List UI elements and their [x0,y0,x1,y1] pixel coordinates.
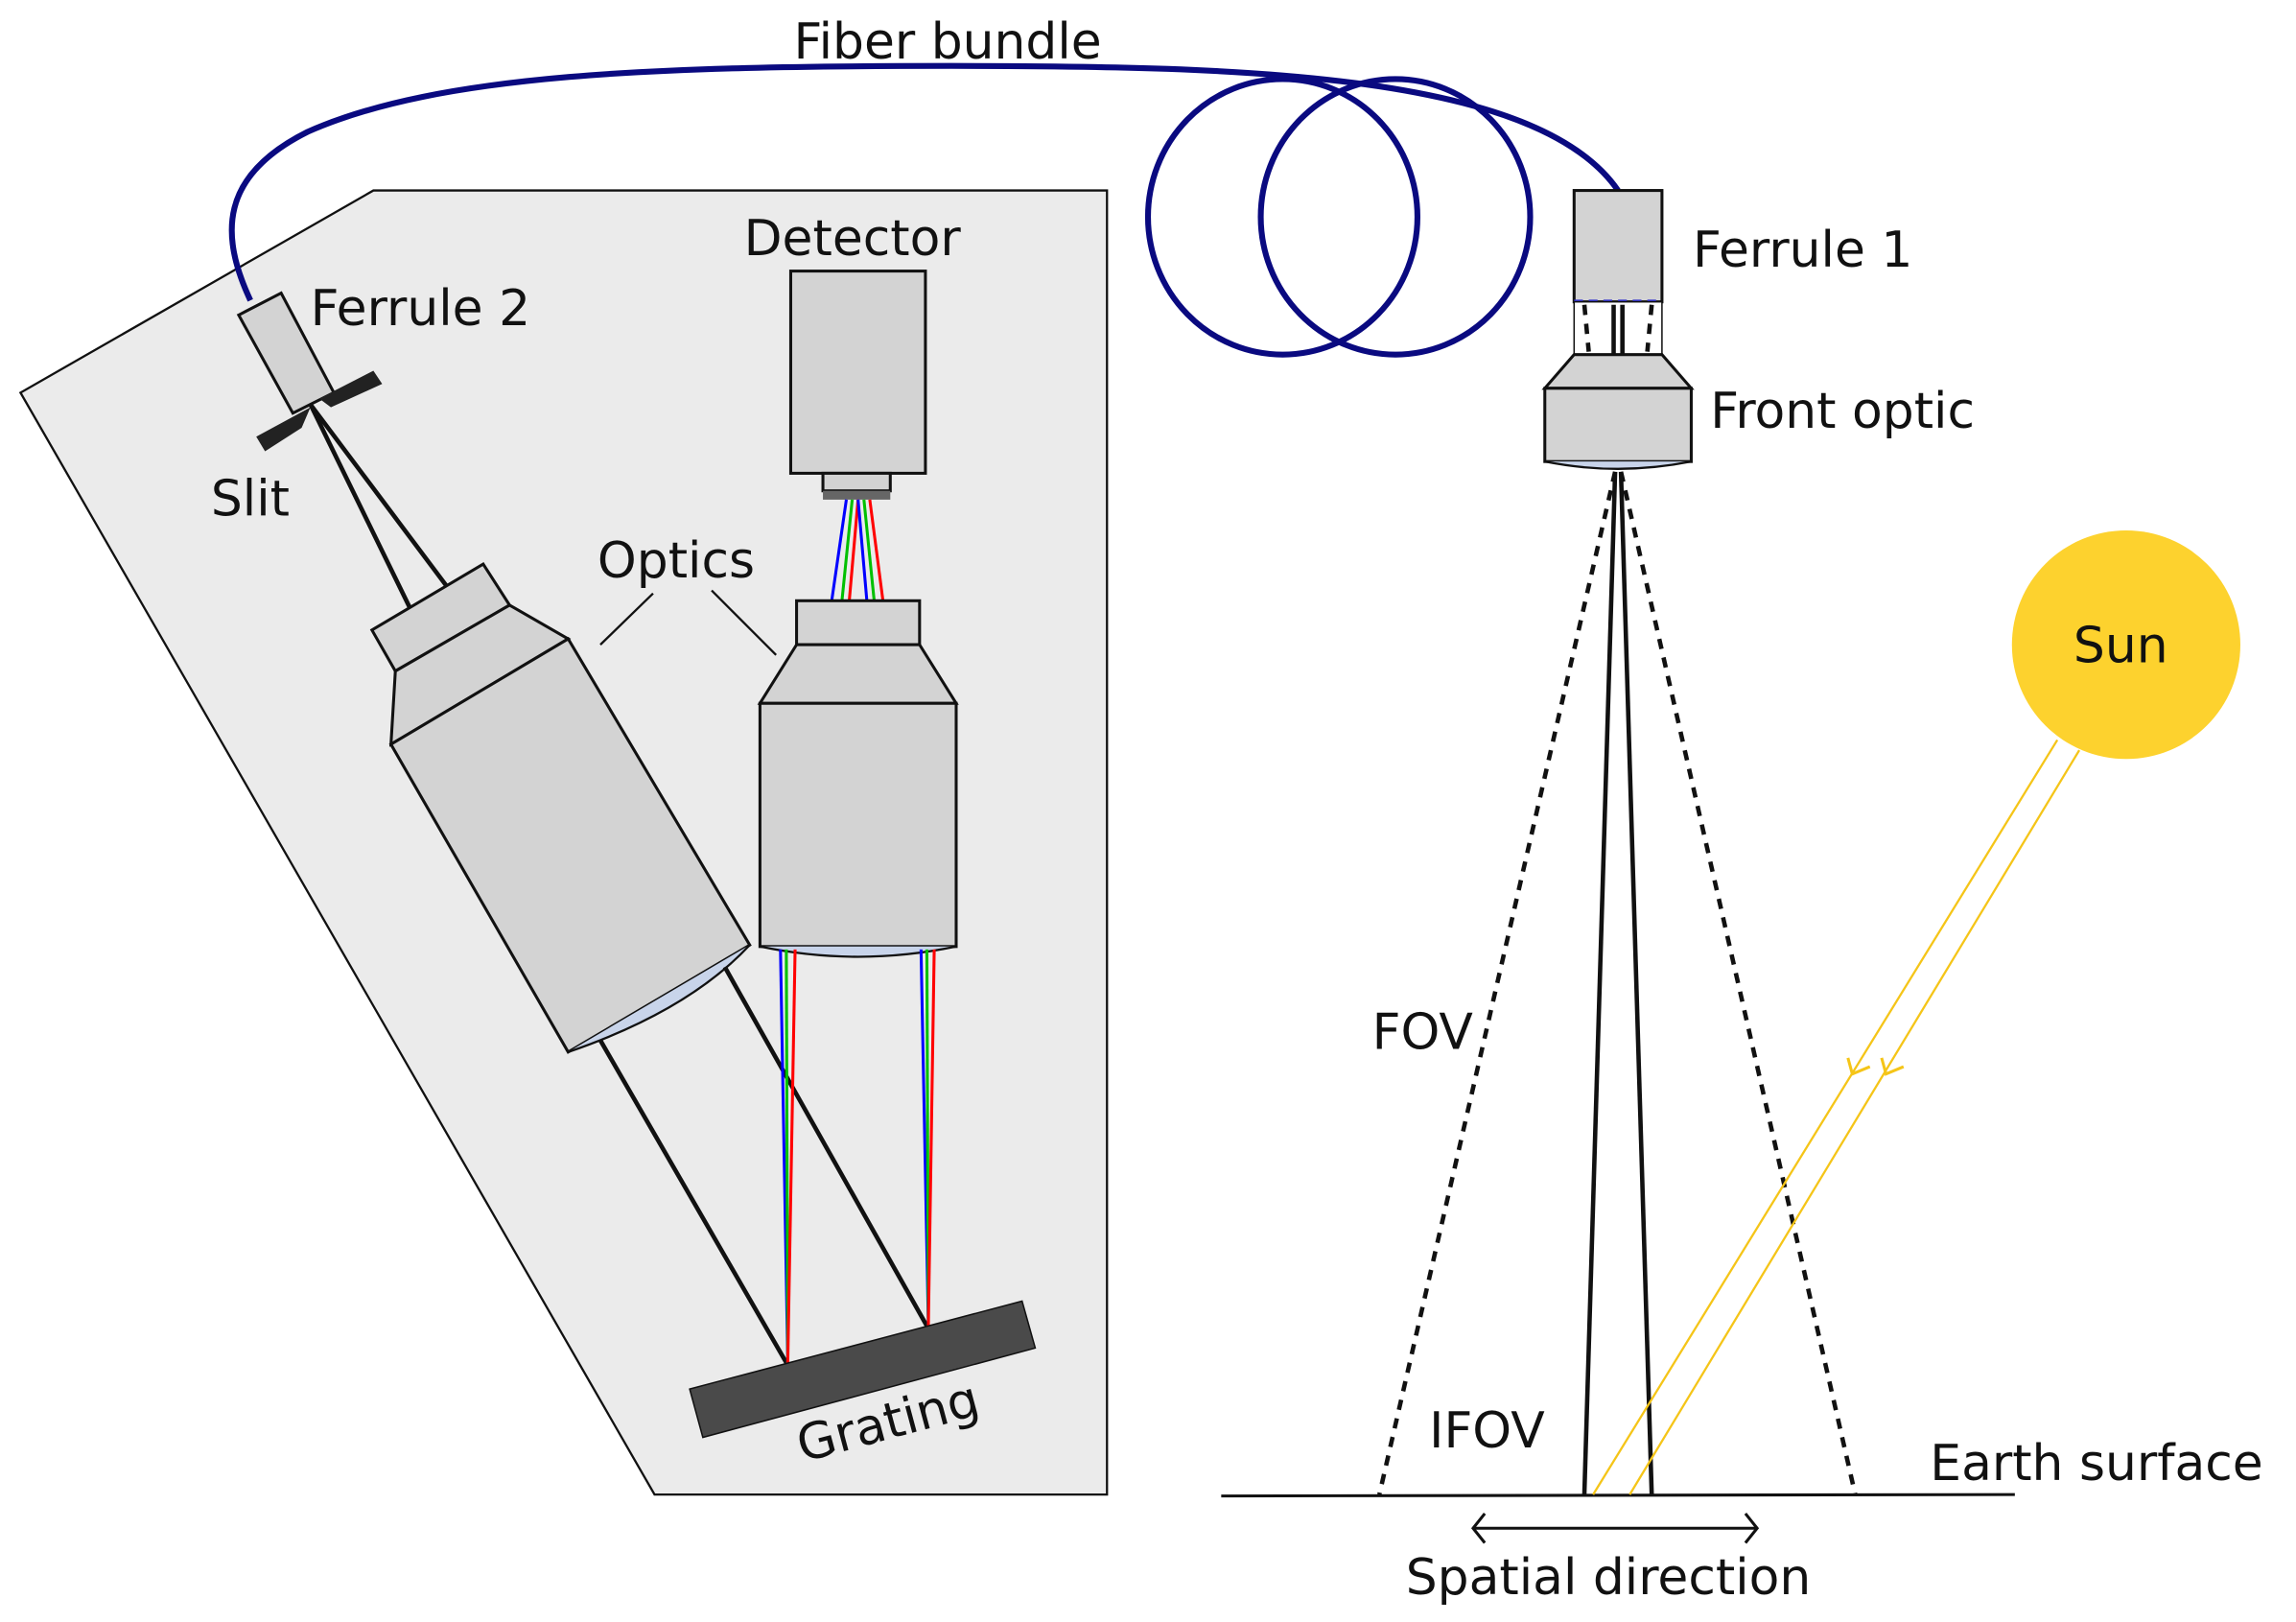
ifov-right [1618,471,1654,1495]
fov-right [1618,471,1858,1495]
collimator-optic [369,562,752,1054]
fov-left [1377,471,1618,1495]
label-ferrule-1: Ferrule 1 [1693,222,1912,279]
label-ifov: IFOV [1429,1402,1545,1460]
sunray-2 [1628,749,2081,1495]
front-optic [1541,353,1695,470]
label-fov: FOV [1372,1004,1474,1062]
fiber-bundle [228,62,1621,302]
label-slit: Slit [211,471,290,529]
slit-right [318,370,383,408]
label-optics: Optics [597,532,755,590]
grating [689,1300,1037,1439]
label-spatial-direction: Spatial direction [1406,1549,1812,1607]
label-sun: Sun [2073,617,2168,674]
slit-left [256,407,311,452]
spatial-direction-arrow [1470,1513,1760,1544]
sun [2011,529,2240,760]
label-earth-surface: Earth surface [1930,1435,2262,1493]
label-fiber-bundle: Fiber bundle [794,13,1102,71]
fiber-loop-right [1257,76,1534,358]
label-front-optic: Front optic [1710,383,1975,440]
label-detector: Detector [744,210,962,268]
detector [788,270,927,475]
ferrule-1 [1572,189,1664,304]
earth-surface-line [1221,1493,2015,1498]
camera-optic [757,599,959,958]
fiber-loop-left [1144,76,1420,358]
sunray-1 [1592,739,2059,1495]
label-ferrule-2: Ferrule 2 [311,280,530,338]
ifov-left [1581,471,1618,1495]
